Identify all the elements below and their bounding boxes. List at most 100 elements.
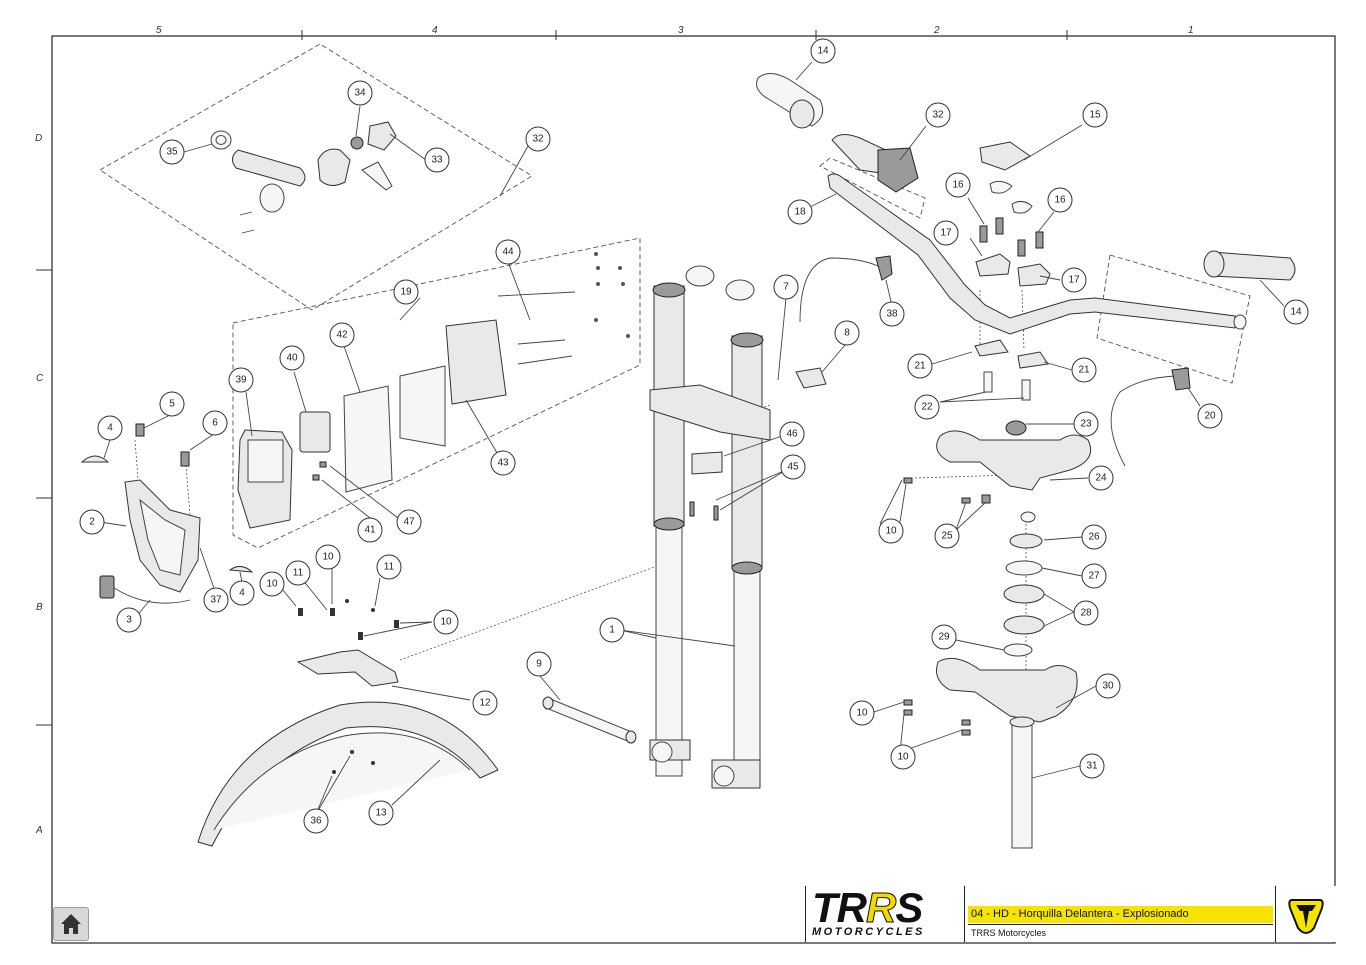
svg-text:38: 38	[886, 309, 898, 320]
callout-bubble: 31	[1079, 753, 1105, 779]
svg-text:25: 25	[941, 531, 953, 542]
callout-bubble: 29	[931, 624, 957, 650]
svg-text:2: 2	[89, 517, 95, 528]
svg-text:24: 24	[1095, 473, 1107, 484]
svg-text:46: 46	[786, 429, 798, 440]
svg-text:14: 14	[817, 46, 829, 57]
callout-bubble: 24	[1088, 465, 1114, 491]
callout-bubble: 10	[433, 609, 459, 635]
svg-text:14: 14	[1290, 307, 1302, 318]
headlight-mask	[80, 423, 254, 604]
callout-bubble: 46	[779, 421, 805, 447]
callout-bubble: 12	[472, 690, 498, 716]
svg-text:44: 44	[502, 247, 514, 258]
svg-text:43: 43	[497, 458, 509, 469]
callout-bubble: 16	[1047, 187, 1073, 213]
svg-text:27: 27	[1088, 571, 1100, 582]
svg-text:4: 4	[239, 588, 245, 599]
callout-bubble: 3	[116, 607, 142, 633]
callout-bubble: 16	[945, 172, 971, 198]
callout-bubble: 7	[773, 274, 799, 300]
svg-text:15: 15	[1089, 110, 1101, 121]
svg-text:45: 45	[787, 462, 799, 473]
svg-text:30: 30	[1102, 681, 1114, 692]
grid-col-label: 4	[432, 25, 438, 36]
callout-bubble: 32	[925, 102, 951, 128]
callout-bubble: 47	[396, 509, 422, 535]
callout-bubble: 2	[79, 509, 105, 535]
callout-bubble: 11	[285, 560, 311, 586]
callout-bubble: 6	[202, 410, 228, 436]
svg-text:29: 29	[938, 632, 950, 643]
svg-text:20: 20	[1204, 411, 1216, 422]
svg-text:4: 4	[107, 423, 113, 434]
svg-text:12: 12	[479, 698, 491, 709]
svg-text:3: 3	[126, 615, 132, 626]
callout-bubble: 22	[914, 394, 940, 420]
callout-bubble: 15	[1082, 102, 1108, 128]
svg-text:11: 11	[384, 562, 395, 573]
grid-col-label: 5	[156, 25, 162, 36]
callout-bubble: 21	[907, 353, 933, 379]
svg-text:42: 42	[336, 330, 348, 341]
callout-bubble: 26	[1081, 524, 1107, 550]
callout-bubble: 37	[203, 587, 229, 613]
callout-bubble: 17	[933, 220, 959, 246]
callout-bubble: 18	[787, 199, 813, 225]
svg-text:31: 31	[1086, 761, 1098, 772]
callouts: 1 2 3 4 4 5 6 7 8 9 10 10 10 10 10 10 11…	[79, 38, 1309, 834]
callout-bubble: 36	[303, 808, 329, 834]
svg-text:41: 41	[364, 525, 376, 536]
callout-bubble: 4	[229, 580, 255, 606]
callout-bubble: 35	[159, 139, 185, 165]
callout-bubble: 19	[393, 279, 419, 305]
callout-bubble: 34	[347, 80, 373, 106]
svg-text:16: 16	[952, 180, 964, 191]
triple-clamp-steering	[903, 420, 1092, 849]
grid-col-label: 3	[678, 25, 684, 36]
svg-text:8: 8	[844, 328, 850, 339]
grid-col-label: 2	[933, 25, 940, 36]
logo-wordmark: TRRS	[812, 884, 923, 931]
callout-bubble: 32	[525, 126, 551, 152]
callout-bubble: 44	[495, 239, 521, 265]
callout-bubble: 43	[490, 450, 516, 476]
front-fender	[197, 599, 499, 847]
callout-bubble: 13	[368, 800, 394, 826]
callout-bubble: 39	[228, 367, 254, 393]
svg-text:40: 40	[286, 353, 298, 364]
svg-text:16: 16	[1054, 195, 1066, 206]
svg-text:13: 13	[375, 808, 387, 819]
grid-row-label: D	[35, 133, 42, 144]
svg-text:39: 39	[235, 375, 247, 386]
callout-bubble: 38	[879, 301, 905, 327]
trrs-emblem-icon	[1275, 886, 1336, 942]
svg-text:19: 19	[400, 287, 412, 298]
callout-bubble: 9	[526, 651, 552, 677]
callout-bubble: 4	[97, 415, 123, 441]
callout-bubble: 28	[1073, 600, 1099, 626]
home-button[interactable]	[53, 907, 89, 941]
callout-bubble: 25	[934, 523, 960, 549]
callout-bubble: 14	[810, 38, 836, 64]
callout-bubble: 33	[424, 147, 450, 173]
callout-bubble: 27	[1081, 563, 1107, 589]
callout-bubble: 45	[780, 454, 806, 480]
title-block: TRRS MOTORCYCLES 04 - HD - Horquilla Del…	[805, 884, 1336, 942]
callout-bubble: 40	[279, 345, 305, 371]
callout-bubble: 11	[376, 554, 402, 580]
callout-bubble: 20	[1197, 403, 1223, 429]
svg-text:28: 28	[1080, 608, 1092, 619]
grid-col-label: 1	[1188, 25, 1194, 36]
svg-text:9: 9	[536, 659, 542, 670]
svg-text:33: 33	[431, 155, 443, 166]
grip-right-boundary	[1096, 254, 1251, 384]
svg-text:37: 37	[210, 595, 222, 606]
svg-text:47: 47	[403, 517, 415, 528]
handlebar-clamps	[974, 141, 1051, 401]
front-axle	[542, 696, 637, 744]
callout-bubble: 5	[159, 391, 185, 417]
drawing-title: 04 - HD - Horquilla Delantera - Explosio…	[968, 906, 1273, 923]
grid-row-label: A	[35, 825, 43, 836]
